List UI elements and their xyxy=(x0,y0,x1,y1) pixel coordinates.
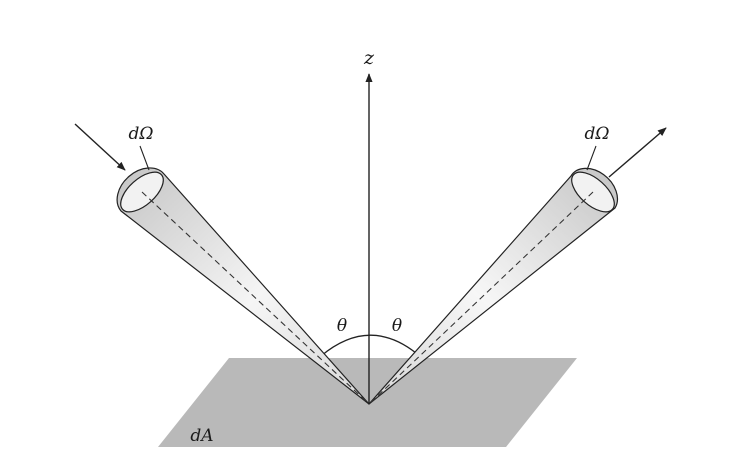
theta-arc xyxy=(320,334,417,357)
incident-ray-arrow xyxy=(74,123,126,171)
incident-solid-angle-leader xyxy=(139,145,150,171)
incident-solid-angle-label: dΩ xyxy=(129,124,154,144)
reflected-cone xyxy=(368,167,619,405)
incident-cone xyxy=(116,167,370,405)
incident-angle-label: θ xyxy=(337,316,347,336)
reflected-solid-angle-leader xyxy=(586,145,597,171)
reflected-cone-axis xyxy=(368,191,594,405)
reflected-angle-label: θ xyxy=(392,316,402,336)
z-axis-label: z xyxy=(363,47,375,69)
reflected-solid-angle-label: dΩ xyxy=(585,124,610,144)
reflected-ray-arrow xyxy=(608,127,667,178)
surface-area-label: dA xyxy=(190,426,213,446)
incident-cone-axis xyxy=(141,191,370,405)
